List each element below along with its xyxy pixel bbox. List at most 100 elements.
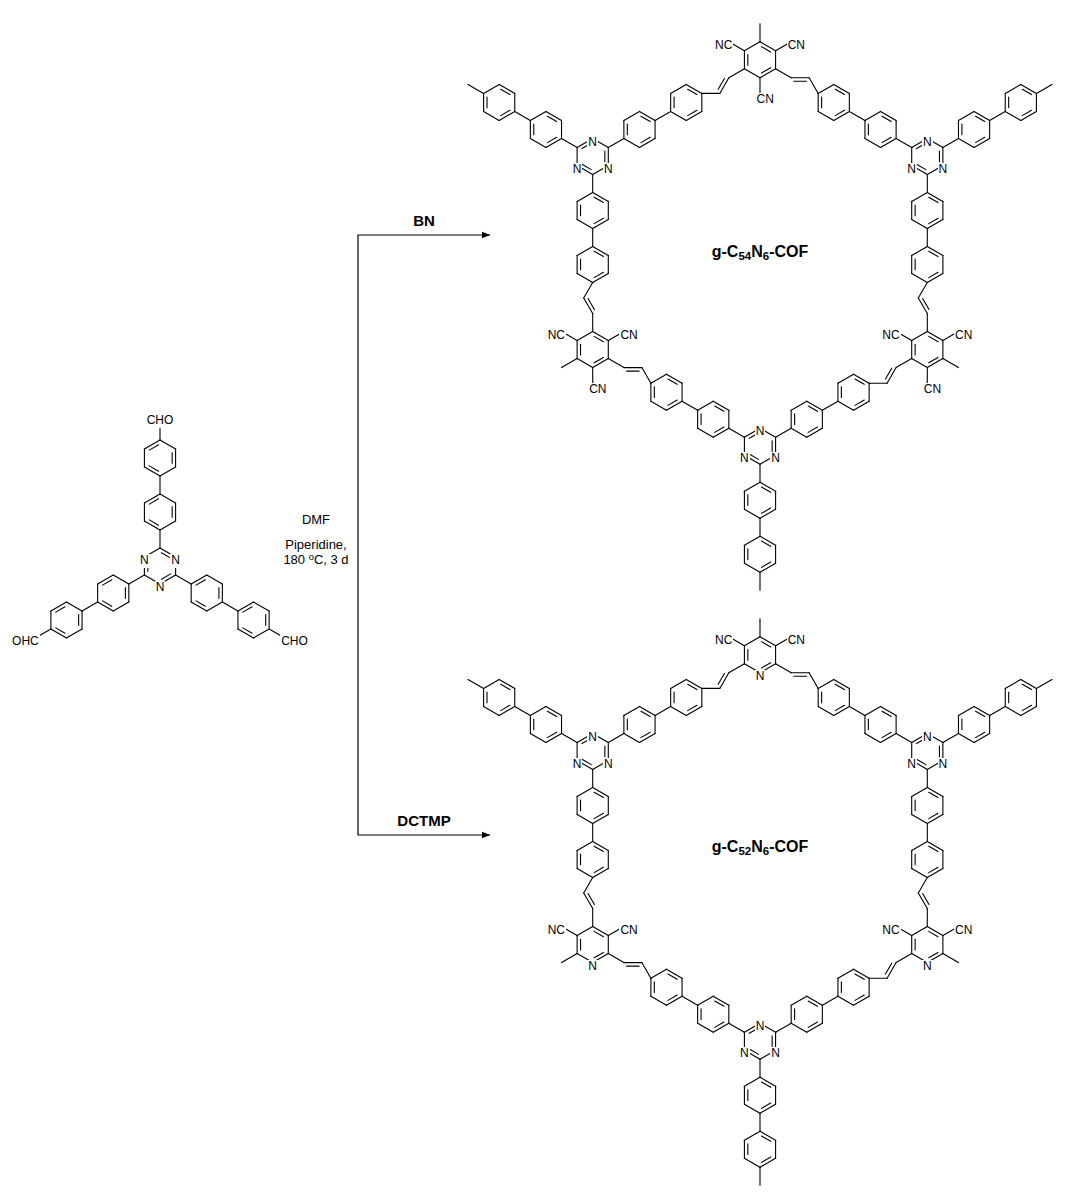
bond-line: [744, 51, 745, 69]
atom-label: CN: [954, 329, 973, 343]
bond-line: [917, 759, 926, 764]
bond-line: [484, 706, 500, 715]
bond-line: [974, 138, 990, 147]
bond-line: [592, 174, 593, 192]
atom-label: CN: [787, 39, 806, 53]
bond-line: [887, 963, 896, 979]
bond-line: [809, 673, 818, 689]
text-holder: N: [770, 1043, 781, 1061]
bond-line: [627, 719, 628, 730]
bond-line: [917, 164, 926, 169]
bond-line: [881, 733, 897, 742]
bond-line: [989, 120, 990, 138]
bond-line: [927, 359, 943, 368]
bond-line: [759, 1059, 760, 1077]
bond-line: [161, 574, 170, 579]
text-holder: CN: [787, 630, 806, 648]
bond-line: [882, 137, 891, 142]
bond-line: [486, 97, 487, 108]
bond-line: [760, 1104, 776, 1113]
bond-line: [641, 116, 650, 121]
bond-line: [990, 111, 1006, 120]
atom-label: N: [922, 960, 933, 974]
bond-line: [927, 909, 928, 927]
bond-line: [958, 111, 974, 120]
bond-line: [530, 706, 546, 715]
bond-line: [942, 796, 943, 814]
bond-line: [593, 841, 609, 850]
bond-line: [688, 705, 697, 710]
bond-line: [807, 401, 823, 410]
atom-label: CN: [588, 383, 607, 397]
bond-line: [499, 111, 515, 120]
bond-line: [172, 453, 173, 464]
bond-line: [149, 466, 158, 471]
bond-line: [701, 93, 702, 111]
bond-line: [580, 854, 581, 865]
bond-line: [580, 205, 581, 216]
bond-line: [990, 706, 1006, 715]
bond-line: [775, 646, 776, 664]
bond-line: [682, 401, 698, 410]
bond-line: [674, 692, 675, 703]
atom-label: CN: [756, 93, 775, 107]
bond-line: [588, 894, 594, 905]
bond-line: [929, 197, 938, 202]
bond-line: [808, 1001, 817, 1006]
molecule-structure: CHONNNOHCCHO: [0, 395, 358, 665]
bond-line: [650, 978, 651, 996]
bond-line: [791, 1023, 807, 1032]
bond-line: [592, 769, 593, 787]
bond-line: [744, 1104, 760, 1113]
text-holder: N: [906, 159, 917, 177]
bond-line: [265, 615, 266, 626]
bond-line: [868, 124, 869, 135]
bond-line: [623, 715, 624, 733]
atom-label: N: [938, 758, 949, 772]
bond-line: [760, 1131, 776, 1140]
bond-line: [838, 996, 854, 1005]
atom-label: CN: [787, 634, 806, 648]
bond-line: [697, 1005, 698, 1023]
bond-line: [577, 192, 593, 201]
bond-line: [655, 715, 656, 733]
reaction-arrow: [358, 235, 490, 528]
bond-line: [809, 78, 818, 94]
bond-line: [761, 663, 770, 668]
bond-line: [855, 995, 864, 1000]
bond-line: [927, 332, 943, 341]
bond-line: [747, 549, 748, 560]
bond-line: [641, 732, 650, 737]
bond-line: [671, 84, 687, 93]
bond-line: [927, 174, 928, 192]
bond-line: [222, 602, 238, 611]
bond-line: [593, 814, 609, 823]
bond-line: [749, 454, 758, 459]
bond-line: [834, 84, 850, 93]
bond-line: [627, 124, 628, 135]
bond-line: [1036, 688, 1037, 706]
bond-line: [912, 219, 928, 228]
atom-label: N: [922, 136, 933, 150]
bond-line: [713, 401, 729, 410]
bond-line: [702, 93, 720, 94]
text-holder: N: [155, 577, 166, 595]
bond-line: [759, 619, 760, 637]
bond-line: [729, 664, 745, 673]
bond-line: [939, 746, 940, 757]
bond-line: [929, 357, 938, 362]
bond-line: [546, 111, 562, 120]
bond-line: [927, 228, 928, 246]
atom-label: NC: [547, 329, 566, 343]
bond-line: [129, 575, 145, 584]
bond-line: [547, 137, 556, 142]
bond-line: [594, 792, 603, 797]
bond-line: [580, 259, 581, 270]
bond-line: [486, 692, 487, 703]
bond-line: [580, 344, 581, 355]
bond-line: [144, 449, 145, 467]
bond-line: [929, 846, 938, 851]
bond-line: [594, 867, 603, 872]
atom-label: OHC: [11, 635, 40, 649]
reagent-label: BN: [412, 212, 436, 229]
